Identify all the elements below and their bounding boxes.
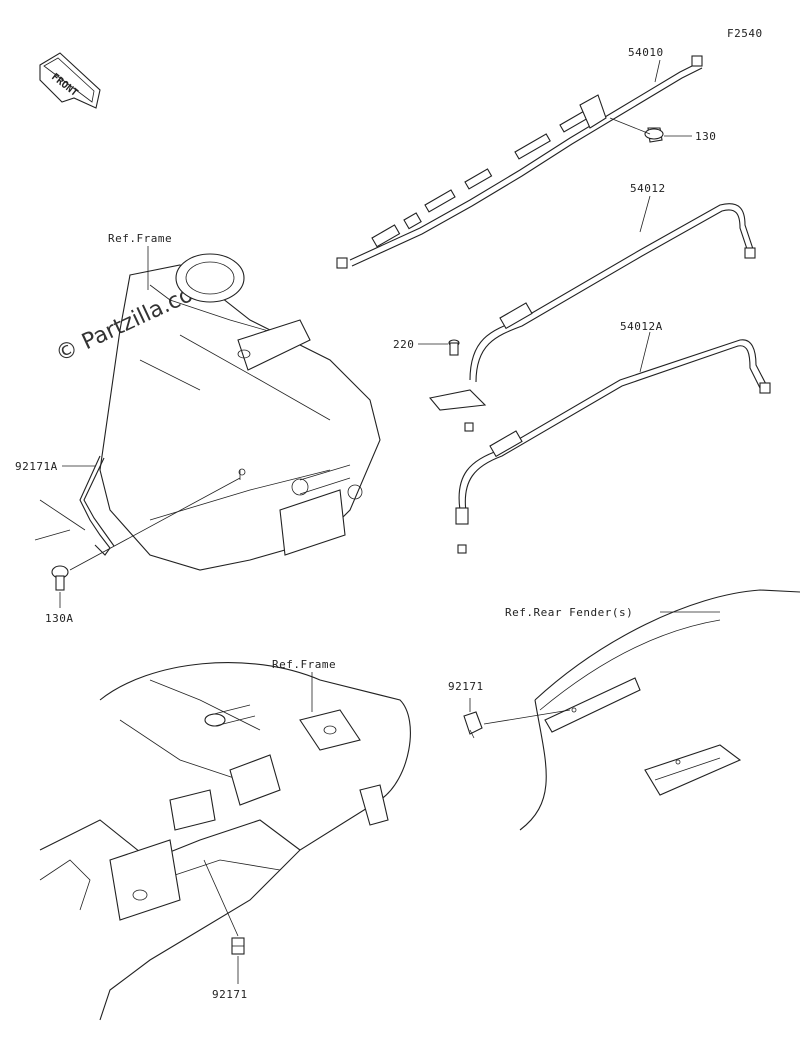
label-54012A: 54012A [620,320,663,333]
label-ref-frame-top: Ref.Frame [108,232,172,245]
label-54010: 54010 [628,46,664,59]
cable-54010[interactable] [336,55,703,269]
bolt-130A[interactable] [51,565,69,591]
front-arrow-icon: FRONT [39,52,101,109]
figure-code: F2540 [727,27,763,40]
leader-92171-bottom [203,859,239,984]
label-92171-bottom: 92171 [212,988,248,1001]
cable-54012[interactable] [428,203,756,432]
label-130: 130 [695,130,716,143]
leader-54012 [639,195,651,233]
upper-frame [99,253,381,571]
label-ref-frame-bottom: Ref.Frame [272,658,336,671]
label-ref-rear-fender: Ref.Rear Fender(s) [505,606,633,619]
leader-130 [609,117,692,137]
clip-92171-bottom[interactable] [231,937,245,955]
clip-92171A[interactable] [34,455,115,556]
cable-54012A[interactable] [455,339,771,554]
bolt-130[interactable] [644,127,664,143]
label-92171-right: 92171 [448,680,484,693]
leader-130A [59,477,241,608]
label-130A: 130A [45,612,74,625]
label-92171A: 92171A [15,460,58,473]
leader-92171-right [469,698,571,725]
lower-frame [39,662,411,1021]
clip-92171-right[interactable] [463,711,483,739]
rear-fender [519,589,800,831]
leader-54010 [654,59,661,83]
label-54012: 54012 [630,182,666,195]
leader-54012A [639,331,651,373]
bolt-220[interactable] [448,339,460,356]
label-220: 220 [393,338,414,351]
